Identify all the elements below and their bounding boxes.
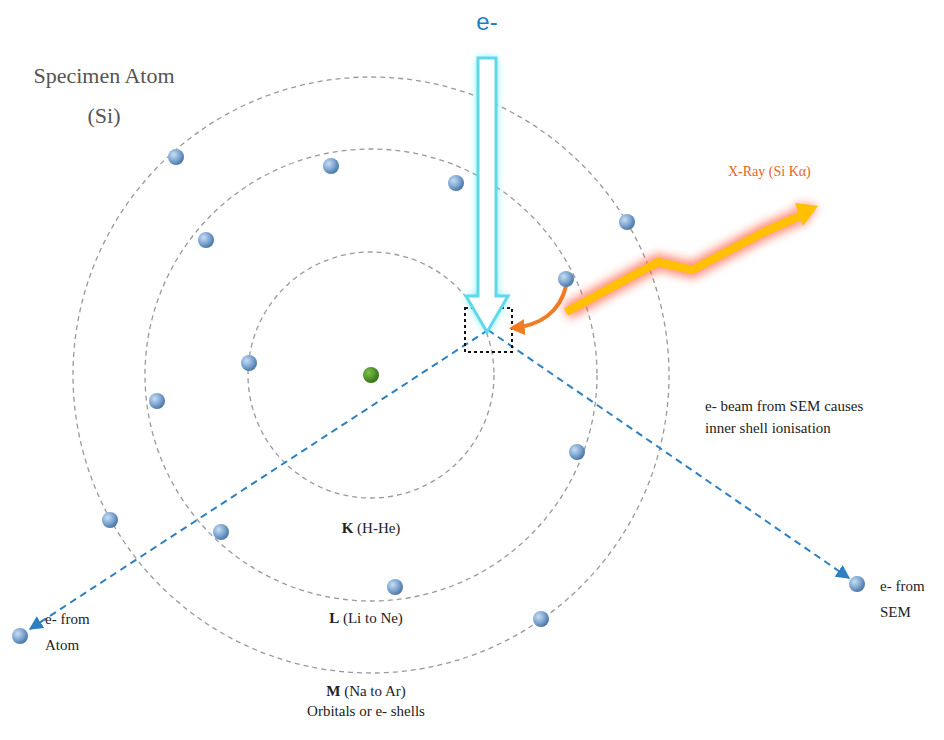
electrons [12, 149, 865, 644]
l-shell [145, 149, 597, 601]
shell-letter: K [342, 520, 354, 536]
label-group: e- beam from SEM causes inner shell ioni… [705, 395, 887, 439]
annotation-label: e- from SEM [880, 578, 925, 620]
label-group: M (Na to Ar) [326, 683, 406, 700]
label-group: e- from Atom [45, 606, 107, 658]
annotation-label: e- from Atom [45, 611, 90, 653]
shell-letter: L [329, 610, 339, 626]
shell-letter: M [326, 683, 340, 699]
label-group: L (Li to Ne) [329, 610, 403, 627]
ejected-electron-path [30, 330, 488, 629]
electron-shells [73, 77, 669, 673]
electron-beam [466, 58, 508, 332]
electron-label: e- [476, 8, 497, 35]
label-group: e- [476, 8, 497, 36]
annotation-label: X-Ray (Si Kα) [728, 164, 811, 179]
annotation-label: e- beam from SEM causes inner shell ioni… [705, 398, 863, 436]
scatter-paths [30, 330, 849, 629]
m-shell [73, 77, 669, 673]
x-ray-arrow [566, 203, 818, 312]
label-group: Orbitals or e- shells [307, 703, 425, 720]
label-group: e- from SEM [880, 573, 940, 625]
annotation-label: (Li to Ne) [343, 610, 403, 626]
diagram-title: Specimen Atom (Si) [33, 63, 174, 128]
annotation-label: Orbitals or e- shells [307, 703, 425, 719]
label-group: X-Ray (Si Kα) [728, 164, 811, 180]
label-group: K (H-He) [342, 520, 401, 537]
scattered-electron-path [488, 330, 849, 578]
annotation-label: (H-He) [357, 520, 400, 536]
annotation-label: (Na to Ar) [344, 683, 406, 699]
nucleus [363, 367, 379, 383]
electron-transition-arrow [512, 286, 566, 328]
k-shell [248, 252, 494, 498]
title-group: Specimen Atom (Si) [22, 56, 187, 136]
